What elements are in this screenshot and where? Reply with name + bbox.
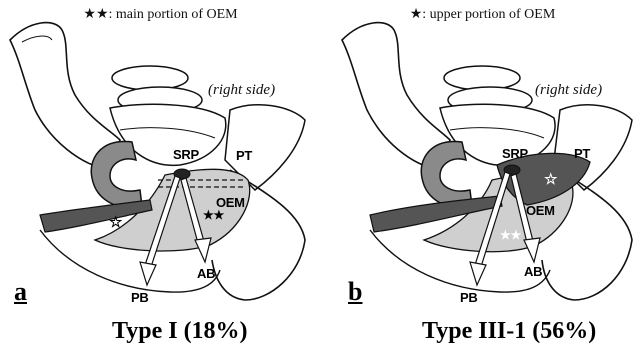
panel-letter: a — [14, 277, 27, 307]
c-shape — [421, 142, 472, 208]
label-pb: PB — [460, 290, 477, 305]
vertebra-1 — [444, 66, 520, 90]
star-mark-main: ★★ — [203, 208, 224, 222]
c-shape — [91, 142, 142, 208]
label-pt: PT — [236, 148, 252, 163]
panel-letter: b — [348, 277, 362, 307]
label-ab: AB — [524, 264, 542, 279]
label-srp: SRP — [502, 146, 528, 161]
side-label: (right side) — [535, 82, 602, 99]
label-srp: SRP — [173, 147, 199, 162]
label-pb: PB — [131, 290, 148, 305]
label-pt: PT — [574, 146, 590, 161]
star-mark-upper-b: ☆ — [544, 170, 557, 188]
panel-title: Type III-1 (56%) — [422, 318, 596, 345]
legend-text: ★★: main portion of OEM — [0, 6, 321, 23]
panel-b: ★: upper portion of OEM (right side) SRP… — [322, 0, 643, 355]
panel-a: ★★: main portion of OEM (right side) SRP… — [0, 0, 321, 355]
legend-text: ★: upper portion of OEM — [322, 6, 643, 23]
label-oem: OEM — [526, 203, 555, 218]
pelvis-illustration-b — [322, 0, 643, 355]
vertebra-1 — [112, 66, 188, 90]
pelvis-illustration-a — [0, 0, 321, 355]
star-mark-main: ★★ — [500, 228, 521, 242]
panel-title: Type I (18%) — [112, 318, 248, 345]
label-ab: AB — [197, 266, 215, 281]
side-label: (right side) — [208, 82, 275, 99]
star-mark-upper: ☆ — [109, 213, 122, 231]
